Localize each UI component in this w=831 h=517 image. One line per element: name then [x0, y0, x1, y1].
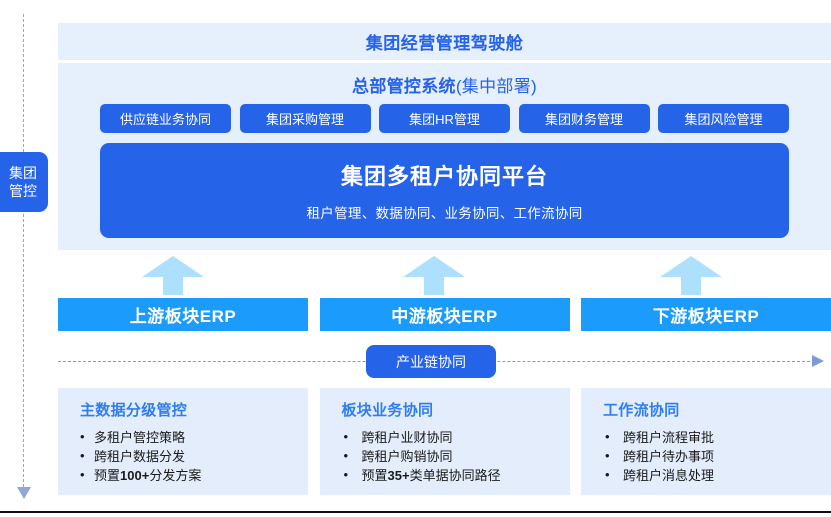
hq-control-system-title: 总部管控系统(集中部署) — [58, 72, 831, 97]
item-metric: 35+ — [387, 468, 410, 483]
item-post: 类单据协同路径 — [409, 468, 501, 483]
card-list-workflow: 跨租户流程审批 跨租户待办事项 跨租户消息处理 — [603, 427, 815, 485]
hq-control-system-panel: 总部管控系统(集中部署) 供应链业务协同 集团采购管理 集团HR管理 集团财务管… — [58, 63, 831, 250]
module-chip-finance[interactable]: 集团财务管理 — [518, 104, 650, 133]
industry-chain-arrow-icon — [812, 355, 824, 367]
card-list-segment-business: 跨租户业财协同 跨租户购销协同 预置35+类单据协同路径 — [342, 427, 554, 485]
capability-card-workflow: 工作流协同 跨租户流程审批 跨租户待办事项 跨租户消息处理 — [581, 388, 831, 495]
erp-segment-row: 上游板块ERP 中游板块ERP 下游板块ERP — [58, 298, 831, 331]
module-chip-hr[interactable]: 集团HR管理 — [379, 104, 510, 133]
list-item: 跨租户业财协同 — [342, 427, 554, 447]
up-arrow-midstream-icon — [403, 256, 465, 295]
card-list-master-data: 多租户管控策略 跨租户数据分发 预置100+分发方案 — [80, 427, 292, 485]
list-item: 跨租户待办事项 — [603, 446, 815, 466]
industry-chain-badge: 产业链协同 — [366, 345, 496, 378]
platform-title: 集团多租户协同平台 — [340, 164, 548, 189]
item-pre: 预置 — [94, 468, 121, 483]
list-item: 跨租户购销协同 — [342, 446, 554, 466]
up-arrow-upstream-icon — [142, 256, 204, 295]
card-title-segment-business: 板块业务协同 — [341, 402, 434, 419]
erp-bar-downstream[interactable]: 下游板块ERP — [581, 298, 831, 331]
module-chip-risk[interactable]: 集团风险管理 — [658, 104, 789, 133]
erp-bar-midstream[interactable]: 中游板块ERP — [319, 298, 570, 331]
group-control-badge-line1: 集团 — [9, 165, 37, 181]
item-pre: 预置 — [361, 468, 388, 483]
hq-module-row: 供应链业务协同 集团采购管理 集团HR管理 集团财务管理 集团风险管理 — [100, 104, 789, 133]
platform-subtitle: 租户管理、数据协同、业务协同、工作流协同 — [306, 206, 583, 221]
item-post: 分发方案 — [149, 468, 202, 483]
group-control-axis-line — [23, 14, 24, 492]
cockpit-bar: 集团经营管理驾驶舱 — [58, 23, 831, 60]
group-control-badge-line2: 管控 — [9, 183, 37, 199]
cockpit-title: 集团经营管理驾驶舱 — [365, 34, 524, 53]
list-item: 预置100+分发方案 — [80, 465, 292, 485]
list-item: 多租户管控策略 — [80, 427, 292, 447]
card-title-master-data: 主数据分级管控 — [80, 402, 188, 419]
module-chip-supply-chain[interactable]: 供应链业务协同 — [100, 104, 231, 133]
list-item: 跨租户流程审批 — [603, 427, 815, 447]
module-chip-procurement[interactable]: 集团采购管理 — [239, 104, 371, 133]
list-item: 跨租户消息处理 — [603, 465, 815, 485]
list-item: 跨租户数据分发 — [80, 446, 292, 466]
capability-card-segment-business: 板块业务协同 跨租户业财协同 跨租户购销协同 预置35+类单据协同路径 — [319, 388, 570, 495]
group-control-axis-arrow-icon — [17, 487, 31, 499]
group-control-badge: 集团 管控 — [0, 152, 48, 212]
hq-title-bold: 总部管控系统 — [352, 77, 456, 96]
item-metric: 100+ — [120, 468, 150, 483]
list-item: 预置35+类单据协同路径 — [342, 465, 554, 485]
capability-card-master-data: 主数据分级管控 多租户管控策略 跨租户数据分发 预置100+分发方案 — [58, 388, 308, 495]
capability-card-row: 主数据分级管控 多租户管控策略 跨租户数据分发 预置100+分发方案 板块业务协… — [58, 388, 831, 495]
erp-bar-upstream[interactable]: 上游板块ERP — [58, 298, 308, 331]
card-title-workflow: 工作流协同 — [603, 402, 680, 419]
multi-tenant-platform-block: 集团多租户协同平台 租户管理、数据协同、业务协同、工作流协同 — [100, 143, 789, 238]
bottom-divider — [0, 511, 831, 513]
up-arrow-downstream-icon — [660, 256, 722, 295]
hq-title-light: (集中部署) — [455, 77, 537, 96]
